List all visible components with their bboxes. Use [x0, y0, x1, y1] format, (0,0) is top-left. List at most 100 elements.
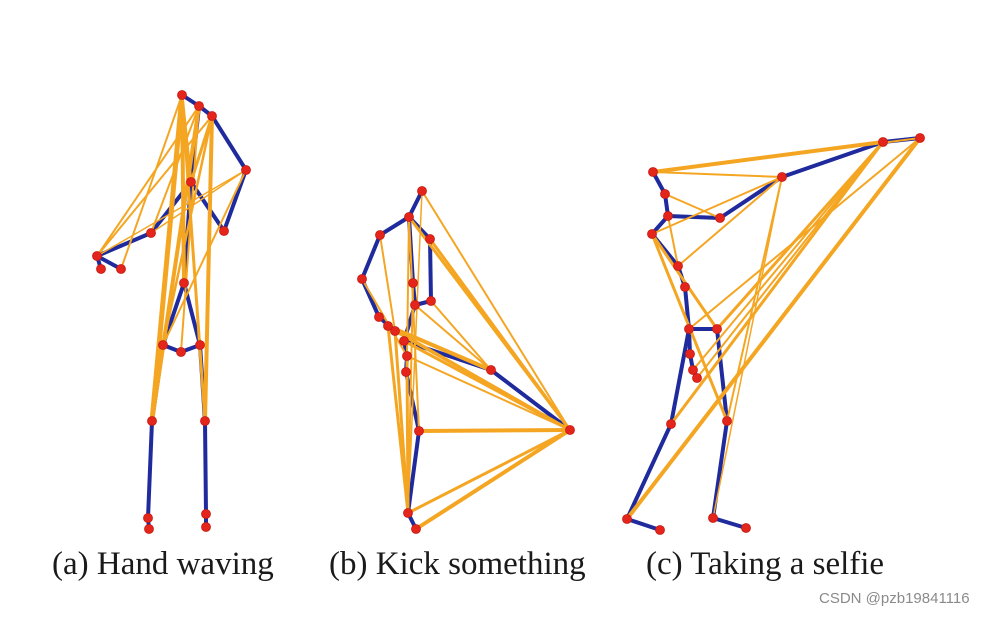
bone-line: [95, 231, 153, 258]
bone-line: [222, 168, 248, 233]
joint-dot: [186, 177, 196, 187]
relation-edge: [406, 428, 572, 515]
joint-dot: [715, 213, 725, 223]
joint-dot: [410, 300, 420, 310]
caption-taking-selfie: (c) Taking a selfie: [646, 546, 885, 582]
relation-edge: [652, 171, 783, 178]
joint-dot: [647, 229, 657, 239]
joint-dot: [158, 340, 168, 350]
relation-edge: [161, 114, 214, 347]
relation-edge: [652, 137, 921, 173]
joint-dot: [411, 524, 421, 534]
relation-edge: [149, 92, 185, 424]
joint-dot: [680, 282, 690, 292]
joint-dot: [383, 321, 393, 331]
relation-edge: [150, 105, 200, 234]
joint-dot: [402, 351, 412, 361]
joint-dot: [200, 416, 210, 426]
joint-dot: [408, 278, 418, 288]
relation-edge: [379, 234, 396, 332]
watermark: CSDN @pzb19841116: [819, 590, 970, 607]
joint-dot: [146, 228, 156, 238]
relation-edge: [421, 190, 571, 431]
bone-line: [360, 233, 382, 281]
joint-dot: [207, 111, 217, 121]
skeleton-hand-waving: [92, 90, 251, 534]
relation-edge: [150, 104, 201, 423]
relation-edge: [669, 140, 885, 426]
caption-hand-waving: (a) Hand waving: [52, 546, 274, 582]
bone-line: [666, 214, 722, 220]
joint-dot: [399, 336, 409, 346]
joint-dot: [143, 513, 153, 523]
relation-edge: [120, 94, 183, 270]
joint-dot: [425, 234, 435, 244]
bone-line: [489, 368, 572, 432]
relation-edge: [402, 339, 572, 432]
joint-dot: [666, 419, 676, 429]
relation-edge: [667, 215, 679, 267]
joint-dot: [673, 261, 683, 271]
relation-edge: [651, 176, 783, 235]
relation-edge: [650, 232, 719, 331]
joint-dot: [179, 278, 189, 288]
joint-dot: [712, 324, 722, 334]
joint-dot: [116, 264, 126, 274]
joint-dot: [201, 509, 211, 519]
relation-edge: [386, 324, 410, 515]
relation-edge: [712, 176, 783, 519]
relation-edge: [414, 428, 572, 531]
joint-dot: [357, 274, 367, 284]
joint-dot: [403, 508, 413, 518]
joint-dot: [685, 349, 695, 359]
relation-edge: [625, 136, 922, 521]
relation-edge: [407, 282, 414, 514]
joint-dot: [565, 425, 575, 435]
caption-kick-something: (b) Kick something: [329, 546, 586, 582]
relation-edge: [664, 193, 721, 219]
joint-dot: [390, 326, 400, 336]
joint-dot: [195, 340, 205, 350]
joint-dot: [92, 251, 102, 261]
bone-line: [711, 516, 748, 530]
bone-line: [378, 215, 411, 237]
relation-edge: [180, 105, 200, 353]
skeleton-taking-selfie: [622, 133, 925, 535]
joint-dot: [722, 416, 732, 426]
relation-edge: [406, 216, 410, 357]
bone-line: [428, 237, 433, 303]
bone-line: [210, 114, 248, 172]
relation-edge: [150, 169, 247, 234]
joint-dot: [692, 373, 702, 383]
joint-dot: [708, 513, 718, 523]
relation-edge: [96, 105, 200, 257]
relation-edge: [692, 141, 884, 371]
bone-line: [406, 429, 421, 515]
relation-edge: [688, 137, 921, 330]
relation-edge: [407, 215, 572, 432]
joint-dot: [663, 211, 673, 221]
joint-dot: [660, 189, 670, 199]
bone-line: [711, 419, 729, 520]
joint-dot: [655, 525, 665, 535]
joint-dot: [201, 522, 211, 532]
relation-edge: [406, 355, 571, 431]
joint-dot: [777, 172, 787, 182]
joint-dot: [486, 365, 496, 375]
relation-edge: [203, 114, 214, 423]
relation-edge: [361, 278, 408, 357]
bone-line: [625, 517, 662, 532]
relation-edge: [677, 176, 783, 267]
relation-edge: [96, 169, 247, 257]
relation-edge: [414, 304, 492, 371]
relation-edge: [430, 300, 492, 371]
relation-edge: [407, 190, 423, 514]
joint-dot: [401, 367, 411, 377]
joint-dot: [96, 264, 106, 274]
relation-edge: [162, 169, 247, 346]
relation-edge: [417, 428, 572, 433]
bone-line: [718, 175, 784, 220]
joint-dot: [176, 347, 186, 357]
joint-dot: [414, 426, 424, 436]
